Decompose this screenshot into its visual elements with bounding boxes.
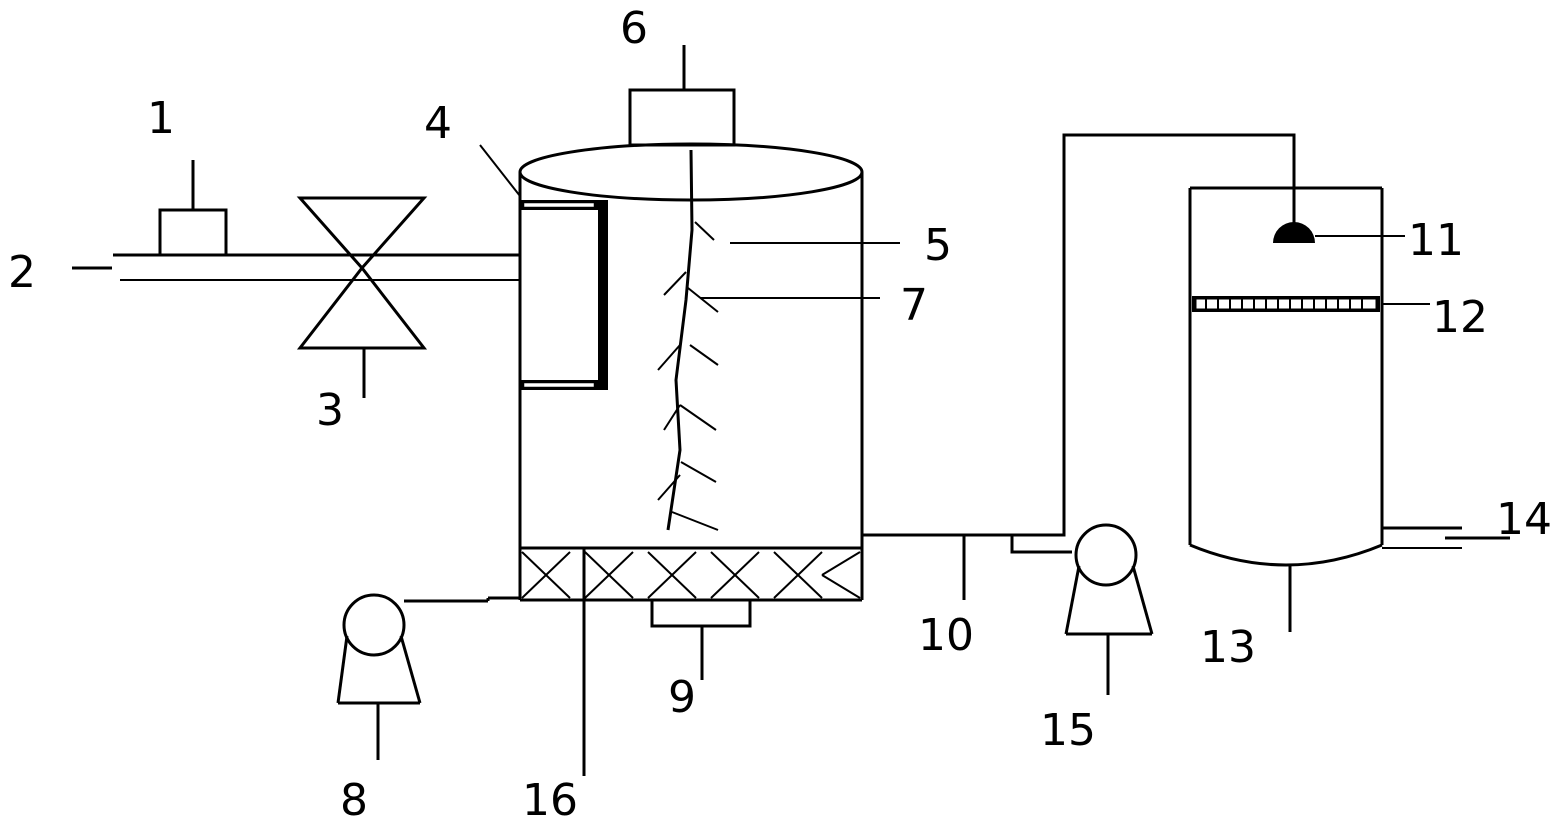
stirrer-shaft — [657, 149, 719, 531]
motor-6 — [628, 45, 736, 147]
label-1: 1 — [147, 93, 175, 144]
pipe-10 — [862, 133, 1296, 600]
label-3: 3 — [316, 385, 344, 436]
outlet-14 — [1382, 526, 1510, 549]
spray-head-11 — [1273, 222, 1405, 243]
label-12: 12 — [1432, 292, 1488, 343]
label-14: 14 — [1496, 494, 1552, 545]
label-8: 8 — [340, 775, 368, 824]
label-11: 11 — [1408, 215, 1464, 266]
packed-bed — [521, 551, 861, 599]
label-7: 7 — [900, 280, 928, 331]
valve-3 — [296, 196, 428, 398]
label-2: 2 — [8, 247, 36, 298]
label-6: 6 — [620, 3, 648, 54]
component-1-box — [158, 160, 228, 257]
outlet-9 — [650, 598, 752, 680]
plate-12 — [1192, 296, 1430, 312]
chamber-4 — [479, 144, 608, 390]
label-9: 9 — [668, 672, 696, 723]
label-4: 4 — [424, 98, 452, 149]
label-15: 15 — [1040, 705, 1096, 756]
column-13 — [1188, 186, 1384, 632]
label-16: 16 — [522, 775, 578, 824]
label-10: 10 — [918, 610, 974, 661]
inlet-pipe — [72, 253, 520, 281]
pump-15 — [1064, 523, 1154, 695]
label-13: 13 — [1200, 622, 1256, 673]
label-5: 5 — [924, 220, 952, 271]
pump-8 — [336, 593, 520, 760]
